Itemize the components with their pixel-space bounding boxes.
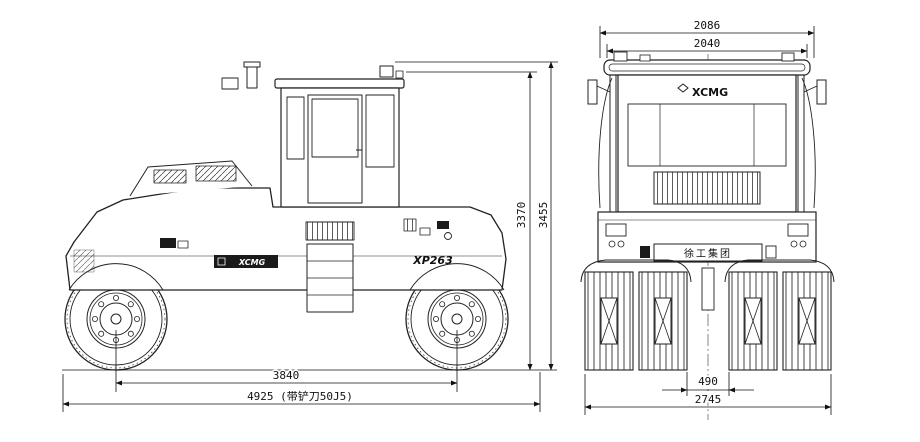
brand-strip <box>214 255 278 268</box>
dim-tire-gap: 490 <box>698 375 718 388</box>
front-brand-label: XCMG <box>692 86 728 99</box>
handrail-left <box>598 77 613 209</box>
front-view: XCMG 徐工集团 <box>580 18 835 420</box>
dim-width-top: 2086 <box>694 19 721 32</box>
side-dimensions <box>62 61 558 412</box>
brand-cn-label: 徐工集团 <box>684 247 732 260</box>
emblem-icon <box>640 246 650 258</box>
mirrors <box>587 79 827 105</box>
side-brand-label: XCMG <box>238 258 266 267</box>
front-dimensions <box>584 26 832 415</box>
rear-wheel-arch <box>68 263 164 291</box>
rear-window <box>286 96 305 160</box>
brand-mark-icon <box>677 83 689 93</box>
taillight-right <box>787 223 809 237</box>
chassis: 徐工集团 <box>597 211 817 263</box>
dim-wheelbase: 3840 <box>273 369 300 382</box>
machine-body-outline <box>65 187 507 291</box>
rear-window <box>627 103 787 167</box>
rops-roof <box>603 51 811 212</box>
dim-overall-width: 2745 <box>695 393 722 406</box>
mudguard-right <box>724 259 835 283</box>
beacon <box>379 65 394 78</box>
engine-cover <box>73 160 253 273</box>
ladder <box>305 221 355 313</box>
model-label: XP263 <box>412 254 453 267</box>
name-plate <box>653 243 763 262</box>
side-decals: XCMG XP263 <box>214 218 453 268</box>
door-window <box>311 98 359 158</box>
side-view: XCMG XP263 3370 3455 3840 4925 (带铲刀50J5) <box>62 61 558 412</box>
front-tires <box>584 267 832 371</box>
rear-panel: XCMG <box>598 74 816 213</box>
dim-width-cab: 2040 <box>694 37 721 50</box>
brand-emblem-icon <box>217 257 226 266</box>
grille <box>653 171 761 205</box>
mudguard-left <box>580 259 692 283</box>
handrail-right <box>801 77 816 209</box>
exhaust-stack <box>221 61 261 90</box>
dim-overall-length: 4925 (带铲刀50J5) <box>247 389 353 403</box>
front-wheel-arch <box>409 263 505 291</box>
dim-height-overall: 3455 <box>537 202 550 229</box>
center-frame <box>701 267 715 311</box>
dim-height-roof: 3370 <box>515 202 528 229</box>
cab <box>274 65 405 208</box>
front-window <box>365 94 395 168</box>
taillight-left <box>605 223 627 237</box>
cab-door <box>307 94 363 204</box>
